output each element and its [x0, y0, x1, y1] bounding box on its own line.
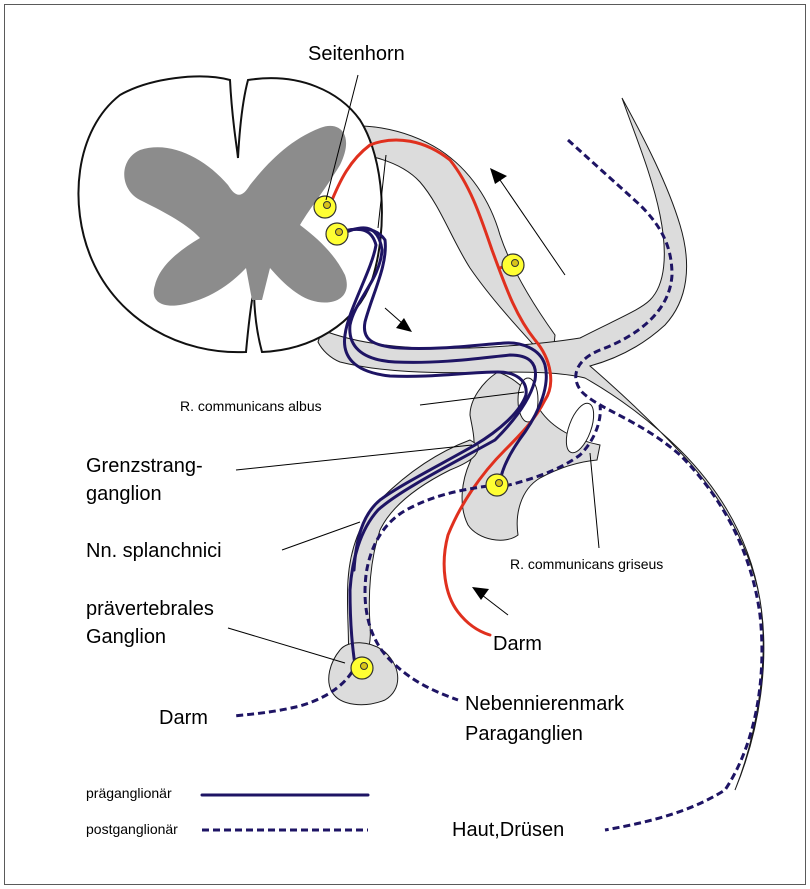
neuron-seitenhorn-2 — [326, 223, 348, 245]
label-haut-druesen: Haut,Drüsen — [452, 819, 564, 841]
label-r-communicans-griseus: R. communicans griseus — [510, 556, 663, 572]
label-grenzstrang-2: ganglion — [86, 483, 162, 505]
label-darm-left: Darm — [159, 707, 208, 729]
label-darm-center: Darm — [493, 633, 542, 655]
neuron-grenzstrang — [486, 474, 508, 496]
legend-post-label: postganglionär — [86, 821, 178, 837]
label-seitenhorn: Seitenhorn — [308, 43, 405, 65]
label-nn-splanchnici: Nn. splanchnici — [86, 540, 222, 562]
label-praevertebrales-1: prävertebrales — [86, 598, 214, 620]
label-grenzstrang-1: Grenzstrang- — [86, 455, 203, 477]
legend-pre-label: präganglionär — [86, 785, 172, 801]
arrow-ventral-root — [385, 308, 412, 332]
leader-r-communicans-griseus — [590, 453, 599, 548]
label-paraganglien: Paraganglien — [465, 723, 583, 745]
arrow-darm — [472, 587, 508, 615]
leader-nn-splanchnici — [282, 522, 360, 550]
label-praevertebrales-2: Ganglion — [86, 626, 166, 648]
splanchnic-nerve — [347, 440, 478, 662]
label-r-communicans-albus: R. communicans albus — [180, 398, 322, 414]
neuron-dorsal-root-ganglion — [502, 254, 524, 276]
neuron-seitenhorn-1 — [314, 196, 336, 218]
neuron-praevertebral — [351, 657, 373, 679]
legend: präganglionär postganglionär — [86, 785, 368, 837]
leader-praevertebrales — [228, 628, 345, 663]
label-nebennierenmark: Nebennierenmark — [465, 693, 625, 715]
